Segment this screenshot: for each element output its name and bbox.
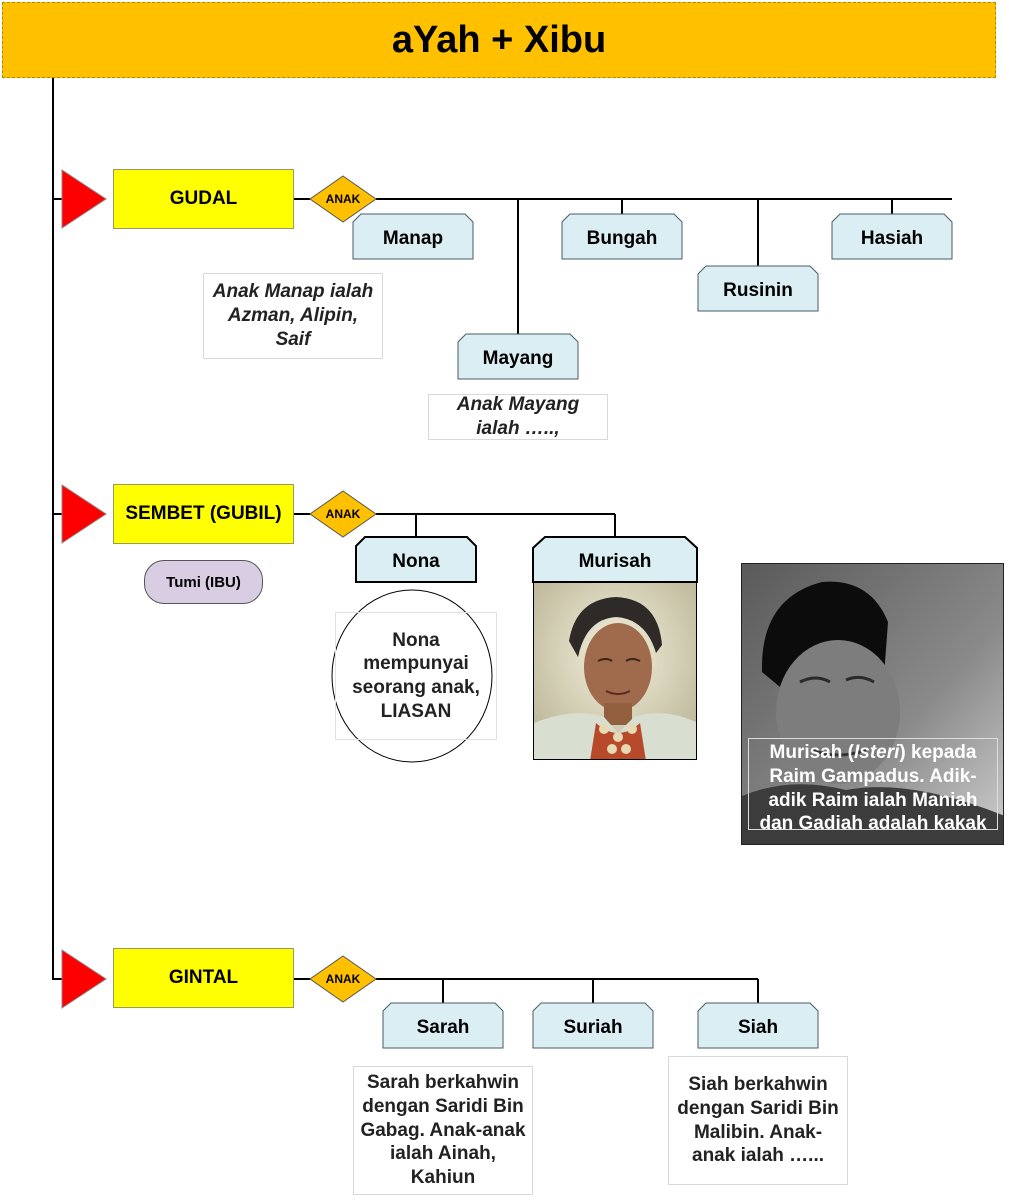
nona-oval-outline bbox=[331, 589, 493, 763]
anak-diamond-gudal-icon bbox=[309, 175, 377, 223]
shape-manap bbox=[352, 213, 474, 260]
child-hasiah[interactable]: Hasiah bbox=[860, 227, 924, 249]
page-title: aYah + Xibu bbox=[2, 2, 996, 78]
arrow-gintal-icon bbox=[61, 949, 107, 1009]
raim-caption-isteri: Isteri bbox=[853, 742, 900, 763]
note-siah: Siah berkahwin dengan Saridi Bin Malibin… bbox=[668, 1056, 848, 1185]
tumi-ibu-badge: Tumi (IBU) bbox=[144, 560, 263, 604]
child-manap[interactable]: Manap bbox=[382, 227, 444, 249]
raim-caption-part2: ) kepada Raim Gampadus. Adik-adik Raim i… bbox=[759, 742, 987, 835]
child-nona[interactable]: Nona bbox=[392, 550, 440, 572]
shape-rusinin bbox=[697, 265, 819, 312]
raim-caption-part1: Murisah ( bbox=[769, 742, 854, 763]
note-manap: Anak Manap ialah Azman, Alipin, Saif bbox=[203, 273, 383, 359]
child-murisah[interactable]: Murisah bbox=[578, 550, 652, 572]
child-bungah[interactable]: Bungah bbox=[586, 227, 658, 249]
arrow-sembet-icon bbox=[61, 484, 107, 544]
note-mayang: Anak Mayang ialah ….., bbox=[428, 394, 608, 440]
anak-diamond-gintal-icon bbox=[309, 955, 377, 1003]
shape-siah bbox=[697, 1002, 819, 1049]
shape-murisah bbox=[532, 536, 698, 583]
child-suriah[interactable]: Suriah bbox=[563, 1016, 623, 1038]
anak-label-gintal: ANAK bbox=[325, 972, 361, 986]
child-rusinin[interactable]: Rusinin bbox=[723, 279, 793, 301]
anak-label-gudal: ANAK bbox=[325, 192, 361, 206]
anak-label-sembet: ANAK bbox=[325, 507, 361, 521]
note-nona: Nona mempunyai seorang anak, LIASAN bbox=[335, 612, 497, 740]
parent-box-gintal[interactable]: GINTAL bbox=[113, 948, 294, 1008]
shape-hasiah bbox=[831, 213, 953, 260]
raim-photo: Murisah (Isteri) kepada Raim Gampadus. A… bbox=[741, 563, 1004, 845]
note-sarah: Sarah berkahwin dengan Saridi Bin Gabag.… bbox=[353, 1066, 533, 1195]
shape-mayang bbox=[457, 333, 579, 380]
child-sarah[interactable]: Sarah bbox=[416, 1016, 470, 1038]
shape-nona bbox=[355, 536, 477, 583]
raim-caption: Murisah (Isteri) kepada Raim Gampadus. A… bbox=[748, 738, 998, 834]
shape-sarah bbox=[382, 1002, 504, 1049]
anak-diamond-sembet-icon bbox=[309, 490, 377, 538]
child-siah[interactable]: Siah bbox=[737, 1016, 779, 1038]
parent-box-sembet[interactable]: SEMBET (GUBIL) bbox=[113, 484, 294, 544]
child-mayang[interactable]: Mayang bbox=[482, 347, 554, 369]
parent-box-gudal[interactable]: GUDAL bbox=[113, 169, 294, 229]
shape-suriah bbox=[532, 1002, 654, 1049]
shape-bungah bbox=[561, 213, 683, 260]
arrow-gudal-icon bbox=[61, 169, 107, 229]
murisah-photo bbox=[533, 582, 697, 760]
